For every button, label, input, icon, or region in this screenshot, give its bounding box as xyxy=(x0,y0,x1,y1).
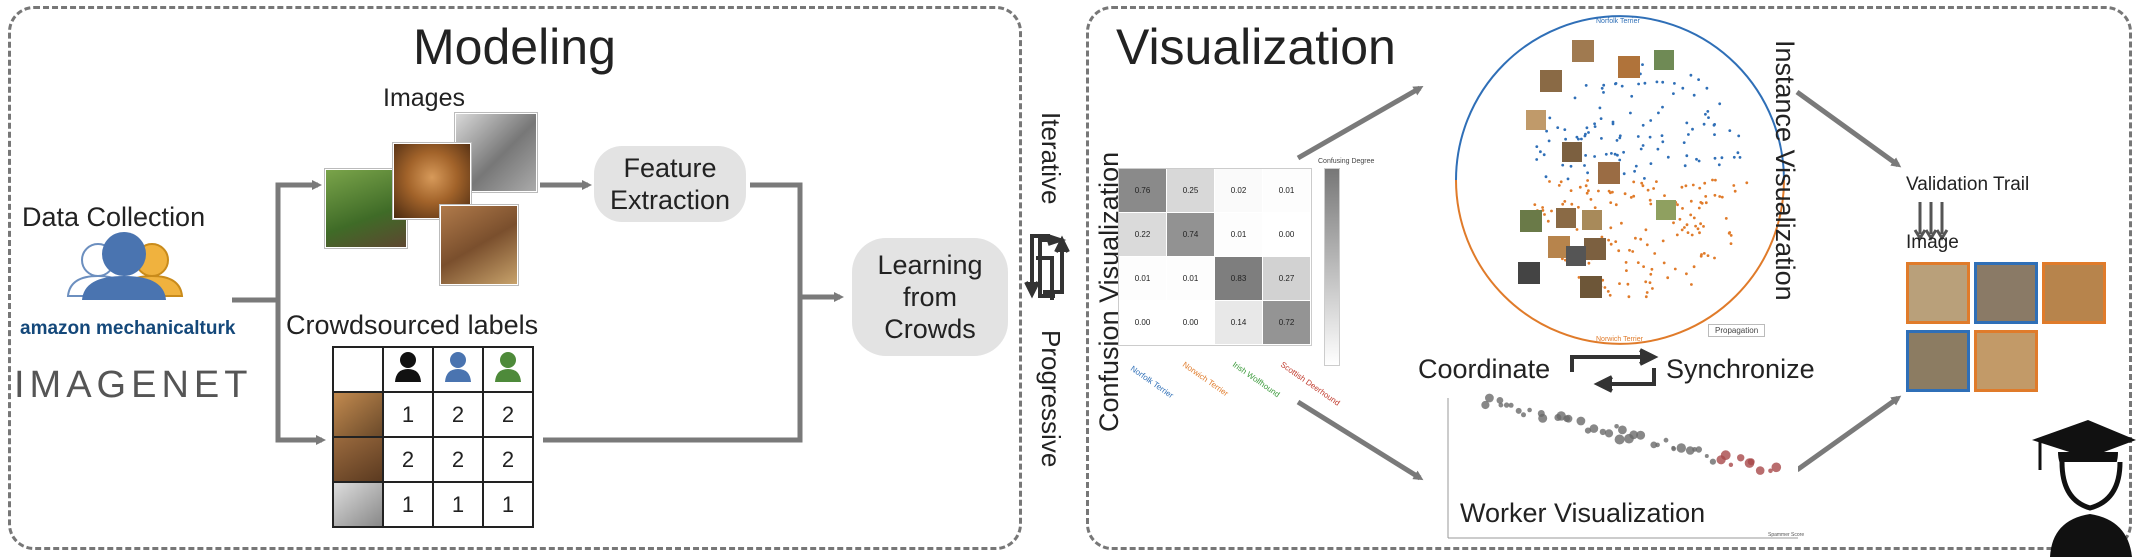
instance-thumbnail xyxy=(1582,210,1602,230)
row-dog-image xyxy=(332,481,384,528)
visualization-panel xyxy=(1086,6,2132,550)
images-label: Images xyxy=(383,84,465,112)
trail-image xyxy=(2042,262,2106,324)
sync-arrows-icon xyxy=(1570,348,1659,393)
crowdsourced-labels-title: Crowdsourced labels xyxy=(286,310,539,340)
iterative-label: Iterative xyxy=(1036,112,1066,205)
worker-black-icon xyxy=(382,346,434,393)
trail-image xyxy=(1974,330,2038,392)
table-corner-cell xyxy=(332,346,384,393)
table-row: 1 2 2 xyxy=(332,391,534,438)
instance-top-label: Norfolk Terrier xyxy=(1596,18,1640,25)
cm-legend-title: Confusing Degree xyxy=(1318,158,1375,165)
label-cell: 2 xyxy=(432,391,484,438)
cm-legend-gradient xyxy=(1324,168,1340,366)
worker-visualization-label: Worker Visualization xyxy=(1460,498,1706,528)
instance-bottom-label: Norwich Terrier xyxy=(1596,336,1643,343)
cm-cell: 0.74 xyxy=(1167,213,1215,257)
cm-cell: 0.22 xyxy=(1119,213,1167,257)
worker-blue-icon xyxy=(432,346,484,393)
visualization-title: Visualization xyxy=(1116,19,1396,75)
worker-axis-label: Spammer Score xyxy=(1768,532,1805,538)
cm-cell: 0.72 xyxy=(1263,301,1311,345)
cm-cell: 0.00 xyxy=(1263,213,1311,257)
feature-extraction-box: Feature Extraction xyxy=(594,146,746,222)
cm-cell: 0.83 xyxy=(1215,257,1263,301)
label-cell: 2 xyxy=(382,436,434,483)
trail-arrows-icon xyxy=(1913,202,1949,241)
instance-thumbnail xyxy=(1656,200,1676,220)
cm-cell: 0.14 xyxy=(1215,301,1263,345)
data-collection-label: Data Collection xyxy=(22,202,206,232)
label-cell: 2 xyxy=(482,436,534,483)
cm-cell: 0.01 xyxy=(1215,213,1263,257)
cm-cell: 0.00 xyxy=(1119,301,1167,345)
trail-image-label: Image xyxy=(1906,232,1959,253)
label-cell: 1 xyxy=(382,481,434,528)
instance-thumbnail xyxy=(1580,276,1602,298)
imagenet-logo: IMAGENET xyxy=(14,364,253,406)
amt-logo: amazon mechanicalturk xyxy=(20,318,236,339)
dog-photo-4 xyxy=(440,205,518,285)
modeling-panel xyxy=(8,6,1022,550)
cm-cell: 0.25 xyxy=(1167,169,1215,213)
cm-cell: 0.27 xyxy=(1263,257,1311,301)
instance-thumbnail xyxy=(1548,236,1570,258)
cm-cell: 0.01 xyxy=(1263,169,1311,213)
synchronize-label: Synchronize xyxy=(1666,354,1815,384)
confusion-matrix: 0.76 0.25 0.02 0.01 0.22 0.74 0.01 0.00 … xyxy=(1118,168,1312,346)
instance-visualization-label: Instance Visualization xyxy=(1770,40,1800,301)
cm-cell: 0.01 xyxy=(1119,257,1167,301)
label-cell: 1 xyxy=(382,391,434,438)
instance-thumbnail xyxy=(1526,110,1546,130)
progressive-label: Progressive xyxy=(1036,330,1066,468)
label-cell: 2 xyxy=(482,391,534,438)
row-dog-image xyxy=(332,391,384,438)
instance-thumbnail xyxy=(1566,246,1586,266)
label-cell: 1 xyxy=(432,481,484,528)
trail-image xyxy=(1906,330,1970,392)
label-cell: 2 xyxy=(432,436,484,483)
table-row: 1 1 1 xyxy=(332,481,534,528)
loop-arrows-icon xyxy=(1024,234,1070,299)
coordinate-label: Coordinate xyxy=(1418,354,1551,384)
instance-thumbnail xyxy=(1540,70,1562,92)
instance-thumbnail xyxy=(1518,262,1540,284)
learning-from-crowds-box: Learning from Crowds xyxy=(852,238,1008,356)
instance-thumbnail xyxy=(1598,162,1620,184)
trail-image xyxy=(1974,262,2038,324)
label-table: 1 2 2 2 2 2 1 1 1 xyxy=(332,346,534,528)
instance-thumbnail xyxy=(1556,208,1576,228)
instance-thumbnail xyxy=(1654,50,1674,70)
trail-image xyxy=(1906,262,1970,324)
table-row: 2 2 2 xyxy=(332,436,534,483)
instance-thumbnail xyxy=(1572,40,1594,62)
instance-thumbnail xyxy=(1618,56,1640,78)
cm-cell: 0.02 xyxy=(1215,169,1263,213)
label-cell: 1 xyxy=(482,481,534,528)
row-dog-image xyxy=(332,436,384,483)
worker-green-icon xyxy=(482,346,534,393)
instance-thumbnail xyxy=(1562,142,1582,162)
cm-cell: 0.00 xyxy=(1167,301,1215,345)
cm-cell: 0.01 xyxy=(1167,257,1215,301)
instance-thumbnail xyxy=(1520,210,1542,232)
validation-trail-label: Validation Trail xyxy=(1906,174,2030,195)
modeling-title: Modeling xyxy=(413,19,616,75)
propagation-button[interactable]: Propagation xyxy=(1708,324,1766,337)
instance-thumbnail xyxy=(1584,238,1606,260)
cm-cell: 0.76 xyxy=(1119,169,1167,213)
